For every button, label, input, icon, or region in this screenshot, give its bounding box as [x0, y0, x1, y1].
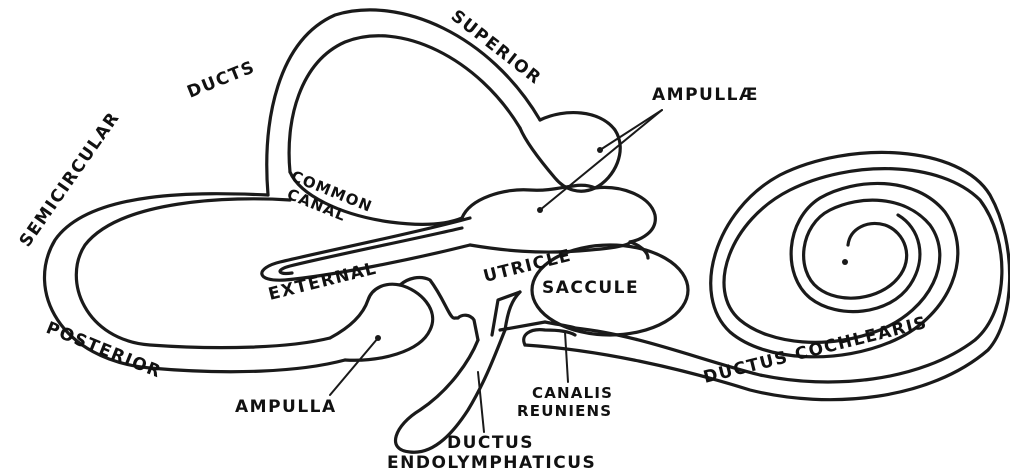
label-ampullae: AMPULLÆ [652, 85, 759, 105]
label-reuniens: REUNIENS [517, 402, 612, 420]
label-ductus: DUCTUS [447, 433, 534, 453]
label-semicircular: SEMICIRCULAR [16, 108, 124, 251]
superior-ampulla [520, 113, 620, 192]
label-canalis: CANALIS [532, 384, 613, 402]
label-ductus-cochlearis: DUCTUS COCHLEARIS [701, 313, 929, 388]
label-superior: SUPERIOR [447, 6, 545, 89]
label-ampulla: AMPULLA [235, 397, 337, 417]
label-saccule: SACCULE [542, 278, 639, 298]
utricle-lower [400, 278, 478, 340]
label-endolymphaticus: ENDOLYMPHATICUS [387, 453, 596, 473]
label-external: EXTERNAL [266, 259, 379, 305]
label-ducts: DUCTS [184, 57, 258, 102]
posterior-ampulla [330, 284, 433, 360]
